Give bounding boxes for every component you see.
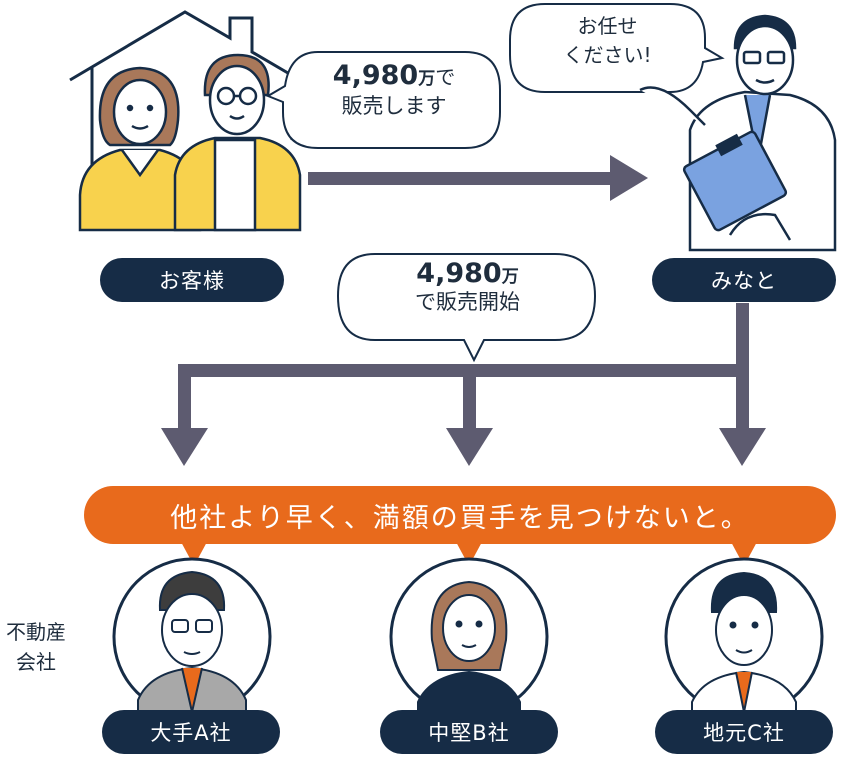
urgency-banner: 他社より早く、満額の買手を見つけないと。 xyxy=(84,486,836,544)
company-a-avatar xyxy=(112,557,272,717)
listing-price: 4,980 xyxy=(416,258,502,289)
company-c-label: 地元C社 xyxy=(655,710,833,754)
arrow-branch-b-shaft xyxy=(463,364,476,434)
real-estate-companies-label: 不動産 会社 xyxy=(0,617,72,677)
agent-bubble-line1: お任せ xyxy=(577,14,638,38)
arrow-branch-c-head xyxy=(719,428,766,466)
customer-speech-bubble xyxy=(265,51,501,149)
company-c-avatar xyxy=(664,557,824,717)
arrow-branch-a-head xyxy=(161,428,208,466)
agent-label: みなと xyxy=(652,258,836,302)
agent-illustration xyxy=(639,14,837,252)
agent-bubble-text: お任せ ください! xyxy=(515,12,700,70)
listing-bubble-text: 4,980万 で販売開始 xyxy=(345,258,590,316)
arrow-customer-to-agent-shaft xyxy=(308,172,620,185)
agent-bubble-line2: ください! xyxy=(563,43,652,67)
customer-bubble-price: 4,980 xyxy=(332,60,419,91)
companies-label-line2: 会社 xyxy=(16,650,56,674)
company-b-avatar xyxy=(389,557,549,717)
banner-pointers xyxy=(180,540,758,566)
customer-bubble-unit: 万 xyxy=(418,69,436,89)
company-a-label: 大手A社 xyxy=(102,710,280,754)
customer-couple-illustration xyxy=(78,53,302,232)
customer-label: お客様 xyxy=(100,258,284,302)
companies-label-line1: 不動産 xyxy=(6,620,66,644)
arrow-branch-a-shaft xyxy=(178,364,191,434)
listing-line2: で販売開始 xyxy=(415,290,520,315)
customer-bubble-text: 4,980万で 販売します xyxy=(296,60,492,120)
arrow-branch-b-head xyxy=(446,428,493,466)
listing-speech-bubble xyxy=(336,253,597,363)
agent-speech-bubble xyxy=(509,3,725,93)
company-b-label: 中堅B社 xyxy=(380,710,558,754)
listing-unit: 万 xyxy=(501,267,519,287)
arrow-branch-c-shaft xyxy=(736,364,749,434)
customer-bubble-line2: 販売します xyxy=(341,94,447,119)
flow-arrows xyxy=(161,155,766,466)
arrow-agent-down xyxy=(736,303,749,375)
customer-bubble-suffix: で xyxy=(435,65,456,89)
arrow-customer-to-agent-head xyxy=(610,155,648,201)
